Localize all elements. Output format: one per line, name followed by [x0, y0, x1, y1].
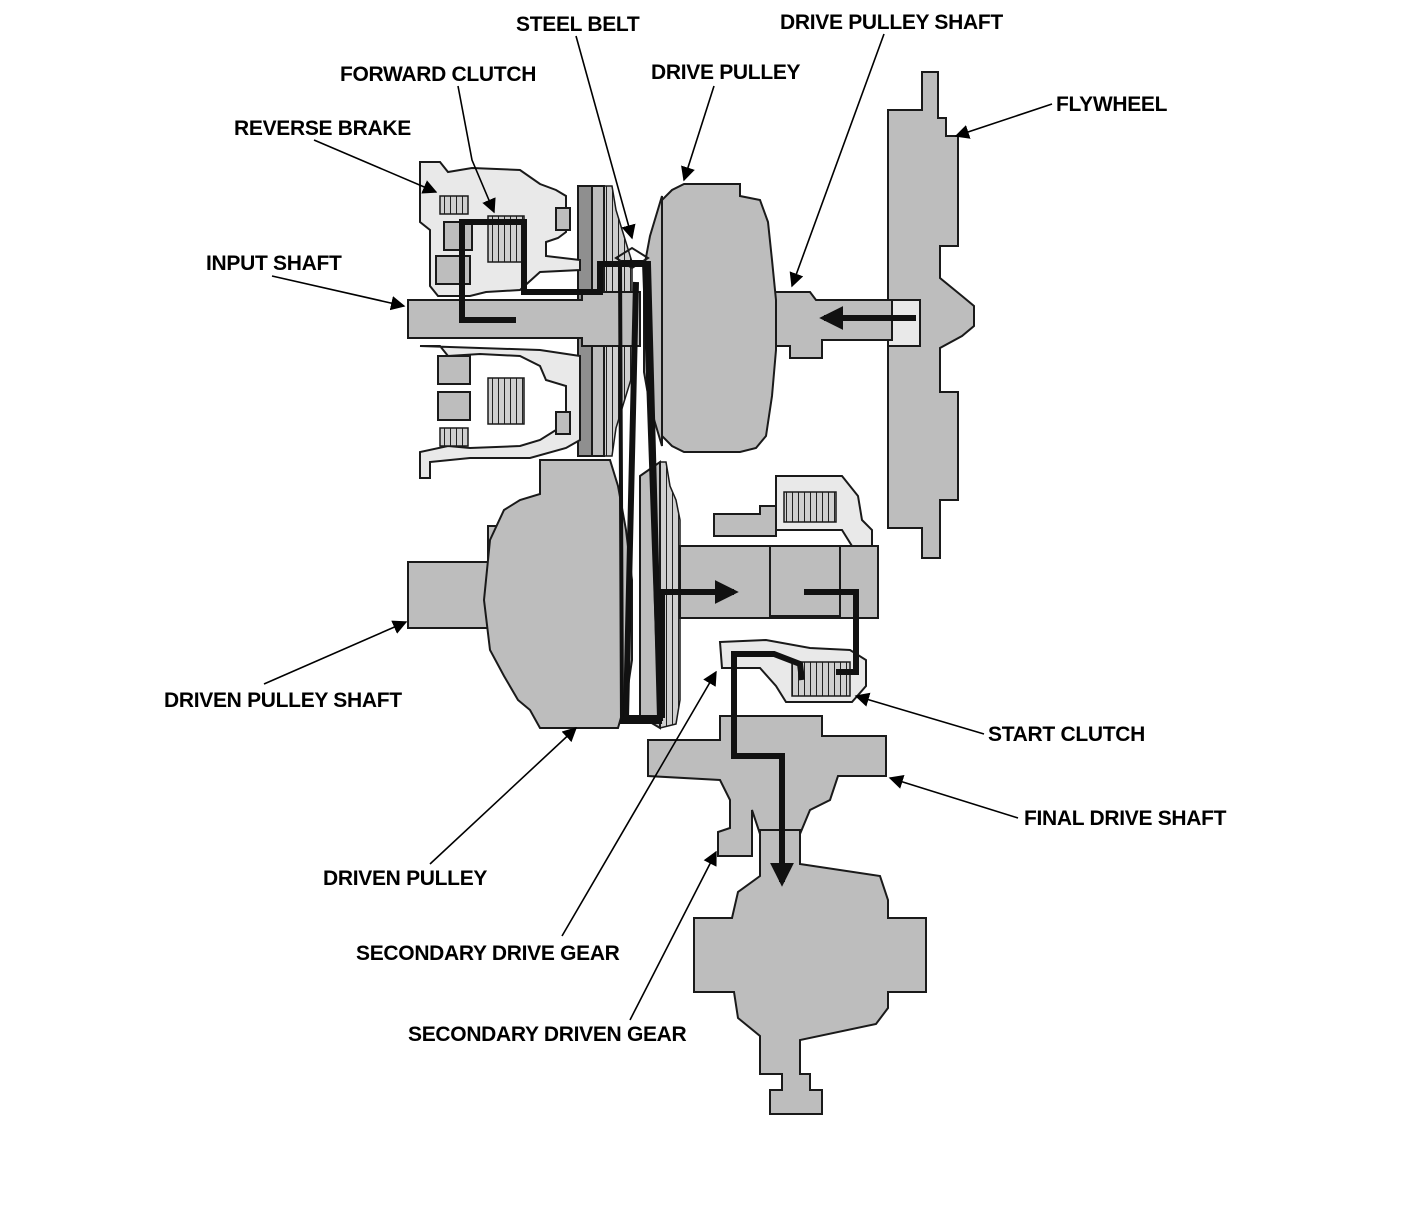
leader-secondary-drive-gear [561, 670, 717, 937]
leader-flywheel [954, 103, 1053, 139]
leader-secondary-driven-gear [629, 850, 717, 1021]
leader-drive-pulley-shaft [789, 33, 885, 288]
label-secondary-drive-gear: SECONDARY DRIVE GEAR [356, 942, 620, 965]
differential-part [693, 829, 927, 1115]
label-input-shaft: INPUT SHAFT [206, 252, 342, 275]
label-drive-pulley-shaft: DRIVE PULLEY SHAFT [780, 11, 1003, 34]
leader-reverse-brake [313, 139, 438, 194]
leader-forward-clutch [457, 85, 496, 214]
label-secondary-driven-gear: SECONDARY DRIVEN GEAR [408, 1023, 687, 1046]
label-forward-clutch: FORWARD CLUTCH [340, 63, 537, 86]
label-driven-pulley: DRIVEN PULLEY [323, 867, 488, 890]
label-reverse-brake: REVERSE BRAKE [234, 117, 411, 140]
label-steel-belt: STEEL BELT [516, 13, 640, 36]
leader-steel-belt [575, 35, 636, 240]
label-drive-pulley: DRIVE PULLEY [651, 61, 801, 84]
label-flywheel: FLYWHEEL [1056, 93, 1168, 116]
leader-start-clutch [854, 692, 985, 735]
leader-final-drive-shaft [888, 774, 1019, 819]
label-final-drive-shaft: FINAL DRIVE SHAFT [1024, 807, 1227, 830]
leader-input-shaft [271, 275, 406, 311]
flywheel-part [887, 71, 975, 559]
drive-pulley-shaft-part [767, 291, 893, 359]
label-start-clutch: START CLUTCH [988, 723, 1145, 746]
leader-driven-pulley [429, 727, 578, 865]
power-flow-path [459, 219, 916, 887]
leader-drive-pulley [681, 85, 715, 182]
input-shaft-part [407, 291, 641, 347]
leader-driven-pulley-shaft [263, 620, 408, 685]
leader-lines [263, 33, 1053, 1021]
label-driven-pulley-shaft: DRIVEN PULLEY SHAFT [164, 689, 402, 712]
